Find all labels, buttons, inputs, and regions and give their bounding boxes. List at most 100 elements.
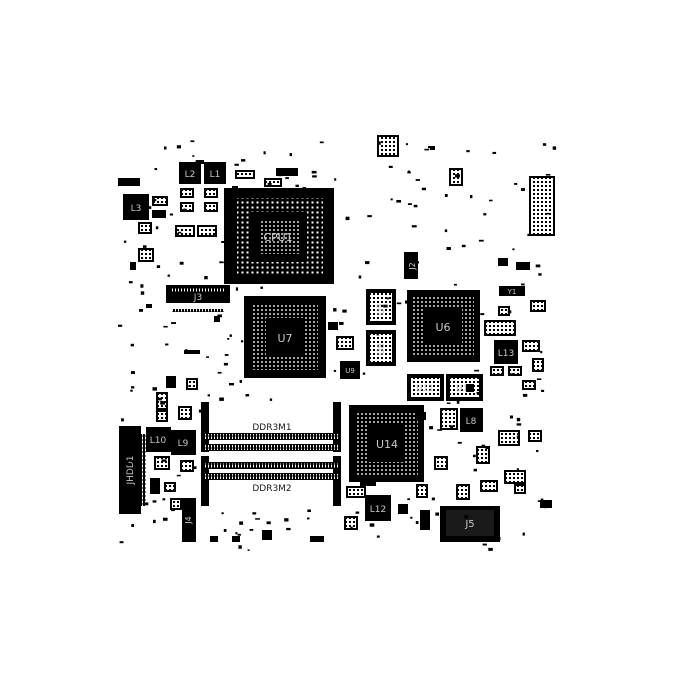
- tiny-pad: [179, 261, 184, 265]
- tiny-pad: [289, 153, 292, 157]
- tiny-pad: [386, 297, 389, 300]
- j5-label: J5: [464, 519, 474, 530]
- tiny-pad: [461, 424, 464, 428]
- tiny-pad: [155, 226, 159, 230]
- tiny-pad: [177, 231, 182, 234]
- smd-part-pads: [156, 458, 168, 468]
- tiny-pad: [206, 356, 209, 358]
- tiny-pad: [195, 160, 201, 164]
- j3-label: J3: [193, 293, 202, 303]
- l8-label: L8: [466, 417, 477, 427]
- tiny-pad: [229, 334, 232, 337]
- tiny-pad: [149, 206, 152, 209]
- tiny-pad: [137, 462, 142, 465]
- tiny-pad: [302, 187, 307, 190]
- tiny-pad: [252, 512, 257, 515]
- tiny-pad: [130, 343, 134, 347]
- l12-label: L12: [370, 505, 386, 515]
- inductor-l12: L12: [365, 495, 391, 521]
- tiny-pad: [415, 179, 420, 181]
- tiny-pad: [333, 369, 337, 372]
- smd-part: [466, 384, 474, 392]
- tiny-pad: [121, 450, 126, 454]
- tiny-pad: [169, 213, 173, 216]
- tiny-pad: [495, 537, 501, 541]
- tiny-pad: [466, 150, 470, 153]
- tiny-pad: [457, 441, 462, 444]
- tiny-pad: [446, 247, 451, 250]
- l9-label: L9: [178, 439, 189, 449]
- tiny-pad: [527, 233, 531, 237]
- u14-chip: U14: [349, 405, 424, 482]
- inductor-l3: L3: [123, 194, 149, 220]
- tiny-pad: [198, 409, 202, 413]
- tiny-pad: [266, 521, 271, 525]
- tiny-pad: [435, 512, 439, 516]
- tiny-pad: [516, 435, 520, 439]
- tiny-pad: [376, 535, 380, 538]
- tiny-pad: [464, 515, 468, 519]
- tiny-pad: [311, 170, 317, 174]
- smd-part: [130, 262, 136, 270]
- ddr-slot-1: DDR3M1: [201, 402, 341, 452]
- tiny-pad: [190, 140, 195, 143]
- tiny-pad: [522, 532, 525, 536]
- tiny-pad: [219, 397, 224, 401]
- inductor-l1: L1: [204, 162, 226, 184]
- u5-label: U5: [377, 303, 387, 315]
- u6-label: U6: [435, 321, 450, 334]
- tiny-pad: [544, 506, 547, 509]
- tiny-pad: [405, 143, 408, 146]
- tiny-pad: [516, 423, 522, 426]
- smd-part-pads: [180, 408, 190, 418]
- smd-part-pads: [206, 190, 216, 196]
- tiny-pad: [546, 212, 550, 215]
- u7-label: U7: [277, 332, 292, 345]
- tiny-pad: [223, 362, 228, 366]
- smd-part-pads: [500, 308, 508, 314]
- tiny-pad: [163, 325, 168, 328]
- smd-part: [276, 168, 298, 176]
- tiny-pad: [350, 526, 353, 529]
- tiny-pad: [437, 429, 443, 431]
- smd-part-pads: [199, 227, 215, 235]
- smd-part: [184, 350, 200, 354]
- u8-label: U8: [377, 343, 387, 356]
- smd-part-pads: [140, 250, 152, 260]
- tiny-pad: [473, 454, 476, 458]
- tiny-pad: [247, 549, 250, 551]
- j5-connector: J5: [440, 506, 500, 542]
- tiny-pad: [286, 527, 291, 531]
- tiny-pad: [511, 373, 514, 375]
- tiny-pad: [239, 380, 242, 383]
- tiny-pad: [414, 261, 419, 264]
- tiny-pad: [176, 145, 181, 149]
- smd-part-pads: [182, 190, 192, 196]
- tiny-pad: [153, 199, 157, 202]
- tiny-pad: [164, 146, 167, 150]
- tiny-pad: [131, 524, 134, 527]
- u14-label: U14: [376, 438, 398, 451]
- tiny-pad: [470, 195, 473, 199]
- tiny-pad: [365, 261, 370, 265]
- smd-part-pads: [492, 368, 502, 374]
- j4-label: J4: [184, 516, 193, 524]
- tiny-pad: [119, 541, 124, 544]
- smd-part-pads: [510, 368, 520, 374]
- tiny-pad: [285, 177, 289, 180]
- smd-part: [118, 178, 140, 186]
- tiny-pad: [440, 522, 443, 526]
- tiny-pad: [509, 415, 513, 419]
- tiny-pad: [478, 239, 484, 242]
- small-components: [118, 135, 557, 551]
- u10-chip: U10: [446, 374, 483, 401]
- tiny-pad: [362, 372, 366, 375]
- smd-part-pads: [188, 380, 196, 388]
- tiny-pad: [483, 213, 487, 216]
- tiny-pad: [368, 514, 371, 517]
- smd-part: [540, 500, 552, 508]
- tiny-pad: [507, 310, 512, 314]
- tiny-pad: [219, 261, 224, 264]
- u9-label: U9: [345, 367, 355, 375]
- tiny-pad: [369, 523, 375, 527]
